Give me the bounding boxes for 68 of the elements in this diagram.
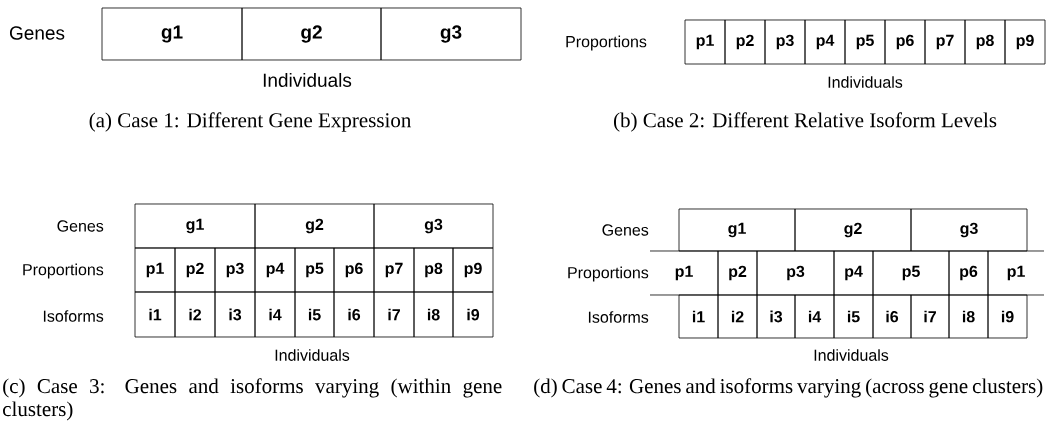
axis-label: Individuals xyxy=(275,349,350,361)
gene-cell: g3 xyxy=(910,208,1028,252)
row-label: Proportions xyxy=(568,266,649,282)
proportion-cell: p2 xyxy=(717,250,758,296)
gene-cell: g1 xyxy=(101,7,243,61)
proportion-cell: p1 xyxy=(684,19,726,65)
proportion-cell: p9 xyxy=(452,247,494,293)
proportion-cell: p6 xyxy=(333,247,375,293)
isoform-cell: i5 xyxy=(294,291,335,338)
isoform-cell: i4 xyxy=(794,294,835,339)
isoform-cell: i6 xyxy=(872,294,912,339)
proportion-cell: p6 xyxy=(884,19,926,65)
isoform-cell: i6 xyxy=(333,291,375,338)
isoform-cell: i3 xyxy=(214,291,256,338)
proportion-cell: p1 xyxy=(134,247,176,293)
axis-label: Individuals xyxy=(263,73,352,87)
isoform-cell: i1 xyxy=(678,294,719,339)
gene-cell: g3 xyxy=(373,203,494,249)
proportion-cell: p5 xyxy=(844,19,886,65)
row-label: Genes xyxy=(57,220,104,232)
isoform-cell: i1 xyxy=(134,291,176,338)
gene-cell: g1 xyxy=(134,203,256,249)
proportion-cell: p5 xyxy=(294,247,335,293)
proportion-cell: p3 xyxy=(214,247,256,293)
proportion-cell: p8 xyxy=(964,19,1006,65)
isoform-cell: i7 xyxy=(373,291,415,338)
proportion-cell: p3 xyxy=(756,250,835,296)
proportion-cell: p2 xyxy=(174,247,216,293)
caption: (b) Case 2: Different Relative Isoform Levels xyxy=(614,112,997,132)
proportion-cell: p9 xyxy=(1004,19,1046,65)
isoform-cell: i2 xyxy=(717,294,758,339)
row-label: Proportions xyxy=(23,263,104,279)
proportion-cell: p4 xyxy=(254,247,296,293)
proportion-cell: p5 xyxy=(872,250,950,296)
proportion-cell: p4 xyxy=(833,250,874,296)
proportion-cell: p2 xyxy=(724,19,766,65)
gene-cell: g2 xyxy=(241,7,382,61)
proportion-cell: p6 xyxy=(948,250,989,296)
row-label: Genes xyxy=(9,26,65,40)
proportion-cell: p1 xyxy=(987,250,1045,296)
isoform-cell: i9 xyxy=(987,294,1028,339)
proportion-cell: p8 xyxy=(413,247,454,293)
proportion-cell: p1 xyxy=(649,250,719,296)
row-label: Isoforms xyxy=(43,310,104,322)
axis-label: Individuals xyxy=(828,76,903,88)
isoform-cell: i8 xyxy=(948,294,989,339)
caption: (c) Case 3: Genes and isoforms varying (within gene clusters) xyxy=(3,378,502,421)
isoform-cell: i2 xyxy=(174,291,216,338)
row-label: Genes xyxy=(602,224,649,236)
gene-cell: g1 xyxy=(678,208,796,252)
gene-cell: g3 xyxy=(380,7,522,61)
proportion-cell: p7 xyxy=(373,247,415,293)
isoform-cell: i5 xyxy=(833,294,874,339)
caption: (d) Case 4: Genes and isoforms varying (across gene clusters) xyxy=(534,378,1043,398)
gene-cell: g2 xyxy=(794,208,912,252)
row-label: Proportions xyxy=(566,35,647,51)
gene-cell: g2 xyxy=(254,203,375,249)
isoform-cell: i4 xyxy=(254,291,296,338)
proportion-cell: p4 xyxy=(804,19,846,65)
isoform-cell: i8 xyxy=(413,291,454,338)
axis-label: Individuals xyxy=(814,349,889,361)
proportion-cell: p7 xyxy=(924,19,966,65)
isoform-cell: i3 xyxy=(756,294,796,339)
isoform-cell: i7 xyxy=(910,294,950,339)
proportion-cell: p3 xyxy=(764,19,806,65)
row-label: Isoforms xyxy=(588,311,649,323)
isoform-cell: i9 xyxy=(452,291,494,338)
caption: (a) Case 1: Different Gene Expression xyxy=(89,112,412,132)
